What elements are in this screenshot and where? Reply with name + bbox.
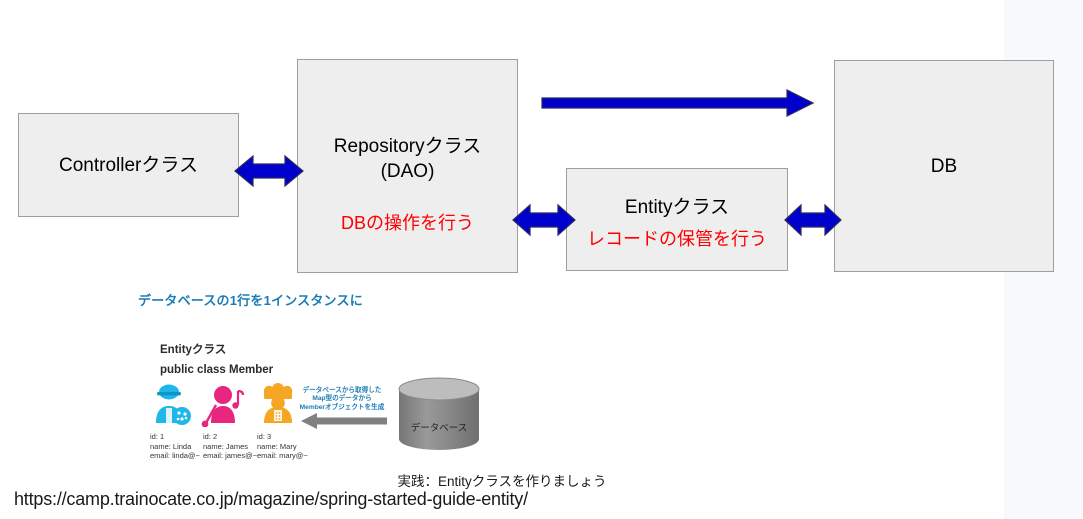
database-cylinder-icon <box>396 377 482 456</box>
arrow-repository-to-db-icon <box>541 89 815 117</box>
arrow-controller-repository-icon <box>233 152 305 190</box>
illustration-entity-class-label: Entityクラス <box>160 344 227 356</box>
controller-class-title: Controllerクラス <box>59 154 198 176</box>
person-info-2: id: 2 name: James email: james@~ <box>203 432 258 460</box>
arrow-repository-entity-icon <box>511 201 577 239</box>
repository-class-note: DBの操作を行う <box>340 213 474 233</box>
entity-class-box: Entityクラス レコードの保管を行う <box>566 168 788 271</box>
illustration-heading: データベースの1行を1インスタンスに <box>138 293 363 308</box>
map-conversion-note: データベースから取得した Map型のデータから Memberオブジェクトを生成 <box>299 387 385 411</box>
person-info-1: id: 1 name: Linda email: linda@~ <box>150 432 200 460</box>
practice-caption: 実践：Entityクラスを作りましょう <box>397 474 607 489</box>
source-url[interactable]: https://camp.trainocate.co.jp/magazine/s… <box>14 489 528 509</box>
arrow-db-to-objects-icon <box>300 412 388 435</box>
database-cylinder-label: データベース <box>410 423 468 434</box>
entity-class-note: レコードの保管を行う <box>587 229 767 249</box>
repository-class-title: Repositoryクラス (DAO) <box>333 136 482 182</box>
person-info-3: id: 3 name: Mary email: mary@~ <box>257 432 308 460</box>
entity-class-title: Entityクラス <box>624 197 730 218</box>
chef-avatar-icon <box>255 383 301 432</box>
police-officer-avatar-icon <box>148 383 194 432</box>
controller-class-box: Controllerクラス <box>18 113 239 217</box>
db-title: DB <box>930 155 958 177</box>
singer-avatar-icon <box>200 383 246 432</box>
arrow-entity-db-icon <box>783 201 843 239</box>
repository-class-box: Repositoryクラス (DAO) DBの操作を行う <box>297 59 518 273</box>
illustration-public-class-label: public class Member <box>160 364 274 376</box>
db-box: DB <box>834 60 1054 272</box>
